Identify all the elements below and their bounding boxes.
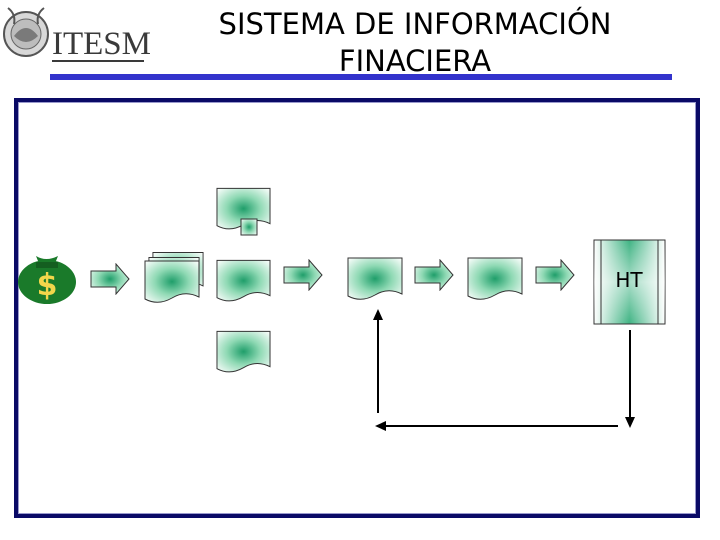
document-icon-bottom (216, 330, 271, 373)
logo-text: ITESM (52, 26, 151, 62)
flow-arrow-4 (535, 259, 575, 291)
flow-arrow-3 (414, 259, 454, 291)
document-icon-process-1 (347, 257, 403, 300)
money-bag-icon: $ (18, 256, 76, 304)
itesm-logo: ITESM (0, 0, 160, 74)
diagram-frame (14, 98, 700, 518)
small-square-icon (240, 218, 258, 236)
multi-document-icon (144, 252, 204, 303)
logo-underline (52, 60, 144, 62)
document-icon-process-2 (467, 257, 523, 300)
page-title: SISTEMA DE INFORMACIÓN FINACIERA (150, 6, 680, 80)
flow-arrow-2 (283, 259, 323, 291)
svg-text:$: $ (37, 268, 58, 303)
feedback-loop (373, 309, 635, 431)
ht-storage-box (593, 239, 666, 325)
flow-arrow-1 (90, 263, 130, 295)
document-icon-middle (216, 259, 271, 302)
title-underline-bar (50, 74, 672, 80)
seal-icon (3, 7, 49, 57)
title-line-1: SISTEMA DE INFORMACIÓN (218, 7, 612, 41)
ht-label: HT (615, 268, 643, 292)
diagram-frame-inner (18, 102, 696, 514)
title-line-2: FINACIERA (338, 44, 492, 78)
